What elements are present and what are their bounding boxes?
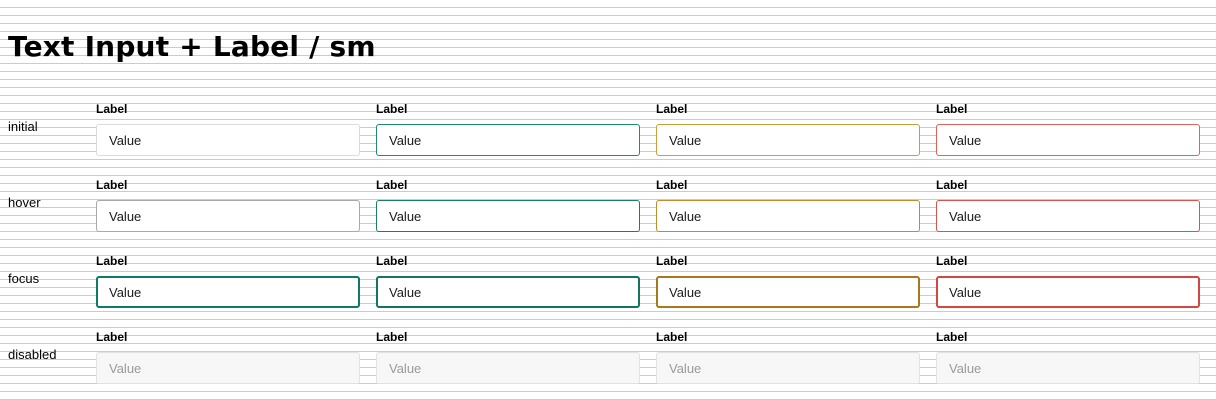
page-title: Text Input + Label / sm: [8, 30, 376, 63]
field-label-success-disabled: Label: [376, 330, 408, 344]
text-input-warning-disabled: [656, 352, 920, 384]
text-input-success-focus[interactable]: [376, 276, 640, 308]
state-label-focus: focus: [8, 271, 40, 286]
field-label-error-hover: Label: [936, 178, 968, 192]
text-input-error-hover[interactable]: [936, 200, 1200, 232]
state-label-hover: hover: [8, 195, 41, 210]
text-input-warning-focus[interactable]: [656, 276, 920, 308]
field-label-error-focus: Label: [936, 254, 968, 268]
field-label-default-initial: Label: [96, 102, 128, 116]
text-input-default-hover[interactable]: [96, 200, 360, 232]
field-label-warning-disabled: Label: [656, 330, 688, 344]
field-label-success-hover: Label: [376, 178, 408, 192]
state-label-disabled: disabled: [8, 347, 57, 362]
text-input-error-disabled: [936, 352, 1200, 384]
field-label-warning-initial: Label: [656, 102, 688, 116]
state-label-initial: initial: [8, 119, 38, 134]
text-input-warning-hover[interactable]: [656, 200, 920, 232]
text-input-error-focus[interactable]: [936, 276, 1200, 308]
text-input-success-disabled: [376, 352, 640, 384]
field-label-success-focus: Label: [376, 254, 408, 268]
text-input-default-initial[interactable]: [96, 124, 360, 156]
field-label-default-hover: Label: [96, 178, 128, 192]
field-label-default-focus: Label: [96, 254, 128, 268]
text-input-default-disabled: [96, 352, 360, 384]
text-input-error-initial[interactable]: [936, 124, 1200, 156]
text-input-success-hover[interactable]: [376, 200, 640, 232]
field-label-error-disabled: Label: [936, 330, 968, 344]
text-input-default-focus[interactable]: [96, 276, 360, 308]
field-label-error-initial: Label: [936, 102, 968, 116]
text-input-success-initial[interactable]: [376, 124, 640, 156]
field-label-warning-focus: Label: [656, 254, 688, 268]
field-label-default-disabled: Label: [96, 330, 128, 344]
text-input-warning-initial[interactable]: [656, 124, 920, 156]
field-label-success-initial: Label: [376, 102, 408, 116]
field-label-warning-hover: Label: [656, 178, 688, 192]
